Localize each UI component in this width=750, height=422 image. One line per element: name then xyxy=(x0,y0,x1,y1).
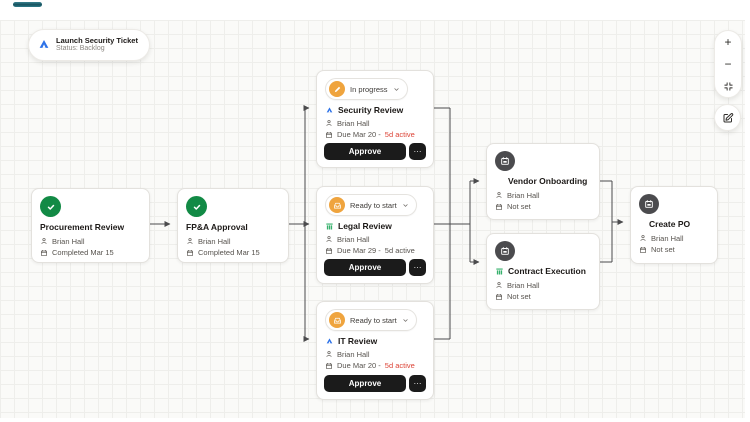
zoom-out-button[interactable]: − xyxy=(716,54,740,74)
chevron-down-icon xyxy=(403,318,408,322)
person-icon xyxy=(41,238,47,245)
zoom-in-button[interactable]: + xyxy=(716,32,740,52)
node-title: Contract Execution xyxy=(508,266,586,276)
assignee-row: Brian Hall xyxy=(495,281,591,289)
due-alert: 5d active xyxy=(384,361,415,371)
due-row: Due Mar 20 - 5d active xyxy=(325,131,425,139)
node-title: Procurement Review xyxy=(40,222,125,232)
completed-check-icon xyxy=(40,196,61,217)
person-icon xyxy=(326,120,332,127)
calendar-icon xyxy=(640,246,646,253)
node-title: Security Review xyxy=(338,105,404,115)
assignee-row: Brian Hall xyxy=(325,350,425,358)
approve-button[interactable]: Approve xyxy=(324,375,406,392)
canvas-toolbar: + − xyxy=(714,30,742,98)
person-icon xyxy=(496,282,502,289)
due-alert: 5d active xyxy=(384,246,415,256)
node-fpa-approval[interactable]: FP&A Approval Brian Hall Completed Mar 1… xyxy=(177,188,289,263)
top-strip xyxy=(0,0,750,20)
chevron-down-icon xyxy=(403,203,408,207)
completed-check-icon xyxy=(186,196,207,217)
date-row: Not set xyxy=(495,293,591,301)
table-icon xyxy=(326,223,333,230)
more-actions-button[interactable]: ··· xyxy=(409,143,426,160)
node-procurement-review[interactable]: Procurement Review Brian Hall Completed … xyxy=(31,188,150,263)
assignee-row: Brian Hall xyxy=(639,234,709,242)
person-icon xyxy=(640,235,646,242)
assignee-row: Brian Hall xyxy=(325,235,425,243)
person-icon xyxy=(326,351,332,358)
due-alert: 5d active xyxy=(384,130,415,140)
trigger-badge[interactable]: Launch Security Ticket Status: Backlog xyxy=(28,29,150,61)
calendar-icon xyxy=(496,293,502,300)
approve-button[interactable]: Approve xyxy=(324,259,406,276)
fit-view-icon xyxy=(723,81,733,91)
node-vendor-onboarding[interactable]: Vendor Onboarding Brian Hall Not set xyxy=(486,143,600,220)
node-title: Create PO xyxy=(649,219,691,229)
edit-icon xyxy=(723,112,733,122)
edit-workflow-button[interactable] xyxy=(714,104,741,131)
calendar-icon xyxy=(326,362,332,369)
approve-button[interactable]: Approve xyxy=(324,143,406,160)
jira-icon xyxy=(39,40,49,48)
assignee-row: Brian Hall xyxy=(495,191,591,199)
schedule-calendar-icon xyxy=(495,241,515,261)
calendar-icon xyxy=(326,131,332,138)
date-row: Not set xyxy=(495,203,591,211)
workflow-canvas[interactable]: Procurement Review Brian Hall Completed … xyxy=(0,20,745,418)
table-icon xyxy=(496,268,503,275)
status-dropdown[interactable]: Ready to start xyxy=(325,194,417,216)
assignee-row: Brian Hall xyxy=(325,119,425,127)
person-icon xyxy=(326,236,332,243)
node-title: IT Review xyxy=(338,336,378,346)
date-row: Completed Mar 15 xyxy=(186,249,280,257)
more-actions-button[interactable]: ··· xyxy=(409,259,426,276)
node-legal-review[interactable]: Ready to start Legal Review Brian Hall D… xyxy=(316,186,434,284)
trigger-status: Status: Backlog xyxy=(56,45,105,53)
node-title: Legal Review xyxy=(338,221,392,231)
chevron-down-icon xyxy=(393,87,399,91)
node-contract-execution[interactable]: Contract Execution Brian Hall Not set xyxy=(486,233,600,310)
status-dropdown[interactable]: Ready to start xyxy=(325,309,417,331)
jira-icon xyxy=(326,338,333,344)
person-icon xyxy=(187,238,193,245)
calendar-icon xyxy=(496,203,502,210)
progress-accent-bar xyxy=(13,2,42,7)
date-row: Completed Mar 15 xyxy=(40,249,141,257)
person-icon xyxy=(496,192,502,199)
node-title: Vendor Onboarding xyxy=(508,176,588,186)
calendar-icon xyxy=(326,247,332,254)
in-progress-pencil-icon xyxy=(329,81,345,97)
date-row: Not set xyxy=(639,246,709,254)
more-actions-button[interactable]: ··· xyxy=(409,375,426,392)
trigger-title: Launch Security Ticket xyxy=(56,36,138,46)
fit-view-button[interactable] xyxy=(716,76,740,96)
assignee-row: Brian Hall xyxy=(186,237,280,245)
node-create-po[interactable]: Create PO Brian Hall Not set xyxy=(630,186,718,264)
schedule-calendar-icon xyxy=(639,194,659,214)
assignee-row: Brian Hall xyxy=(40,237,141,245)
due-row: Due Mar 29 - 5d active xyxy=(325,247,425,255)
node-it-review[interactable]: Ready to start IT Review Brian Hall Due … xyxy=(316,301,434,400)
status-dropdown[interactable]: In progress xyxy=(325,78,408,100)
calendar-icon xyxy=(41,249,47,256)
right-gutter xyxy=(745,20,750,422)
node-title: FP&A Approval xyxy=(186,222,248,232)
ready-inbox-icon xyxy=(329,197,345,213)
calendar-icon xyxy=(187,249,193,256)
node-security-review[interactable]: In progress Security Review Brian Hall D… xyxy=(316,70,434,168)
jira-icon xyxy=(326,107,333,113)
due-row: Due Mar 20 - 5d active xyxy=(325,362,425,370)
ready-inbox-icon xyxy=(329,312,345,328)
schedule-calendar-icon xyxy=(495,151,515,171)
connector-lines xyxy=(150,105,624,342)
